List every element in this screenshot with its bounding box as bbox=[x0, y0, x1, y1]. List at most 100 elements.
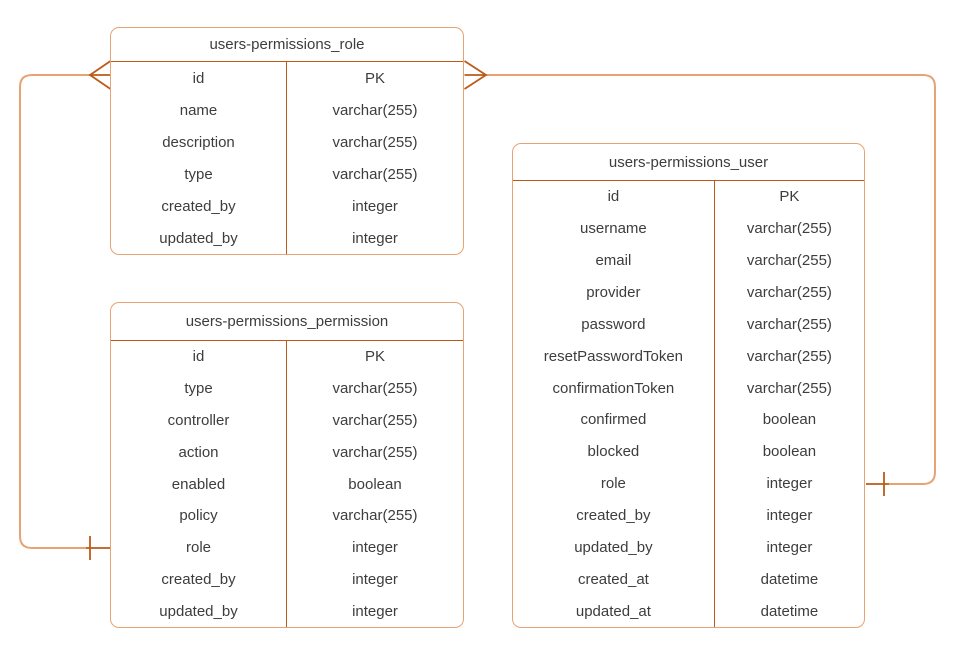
field-name: description bbox=[111, 126, 287, 158]
field-name: created_at bbox=[513, 563, 715, 596]
field-row: password varchar(255) bbox=[513, 308, 864, 341]
field-type: varchar(255) bbox=[746, 220, 832, 238]
field-type: varchar(255) bbox=[332, 411, 418, 429]
field-row: confirmed boolean bbox=[513, 404, 864, 436]
field-row: blocked boolean bbox=[513, 435, 864, 468]
field-type: integer bbox=[352, 229, 398, 247]
field-name: id bbox=[513, 181, 715, 213]
field-row: created_at datetime bbox=[513, 563, 864, 596]
field-type: varchar(255) bbox=[332, 443, 418, 461]
field-name: created_by bbox=[111, 190, 287, 222]
field-name: confirmationToken bbox=[513, 372, 715, 405]
field-name: name bbox=[111, 94, 287, 126]
field-name: enabled bbox=[111, 468, 287, 500]
field-type: integer bbox=[352, 602, 398, 620]
field-row: confirmationToken varchar(255) bbox=[513, 372, 864, 405]
field-name: action bbox=[111, 436, 287, 469]
field-name: updated_at bbox=[513, 595, 715, 628]
field-name: blocked bbox=[513, 435, 715, 468]
field-name: password bbox=[513, 308, 715, 341]
field-type: varchar(255) bbox=[746, 347, 832, 365]
edge-role-permission-path bbox=[19, 74, 90, 549]
field-row: id PK bbox=[111, 341, 463, 373]
field-type: PK bbox=[779, 188, 800, 206]
field-name: role bbox=[513, 467, 715, 500]
field-row: updated_by integer bbox=[513, 531, 864, 564]
field-name: updated_by bbox=[111, 595, 287, 628]
entity-table-role[interactable]: users-permissions_role id PK name varchar(2… bbox=[110, 27, 464, 255]
field-type: integer bbox=[352, 197, 398, 215]
field-type: varchar(255) bbox=[332, 133, 418, 151]
field-row: type varchar(255) bbox=[111, 158, 463, 190]
field-name: role bbox=[111, 531, 287, 564]
field-row: id PK bbox=[513, 181, 864, 213]
field-type: PK bbox=[364, 348, 385, 366]
field-type: boolean bbox=[762, 411, 817, 429]
field-row: created_by integer bbox=[111, 190, 463, 222]
field-name: type bbox=[111, 158, 287, 190]
field-type: integer bbox=[352, 570, 398, 588]
field-type: integer bbox=[766, 538, 813, 556]
table-title: users-permissions_role bbox=[111, 28, 463, 62]
table-body: id PK name varchar(255) description varchar(2… bbox=[111, 62, 463, 254]
entity-table-permission[interactable]: users-permissions_permission id PK type var… bbox=[110, 302, 464, 628]
field-type: integer bbox=[766, 475, 813, 493]
field-name: id bbox=[111, 62, 287, 94]
many-marker-icon bbox=[464, 60, 488, 90]
field-name: updated_by bbox=[513, 531, 715, 564]
one-marker-icon bbox=[866, 472, 889, 496]
edge-role-permission[interactable] bbox=[19, 60, 112, 560]
table-title: users-permissions_permission bbox=[111, 303, 463, 341]
one-marker-icon bbox=[86, 536, 111, 560]
field-name: confirmed bbox=[513, 404, 715, 436]
table-body: id PK type varchar(255) controller varchar(25… bbox=[111, 341, 463, 628]
field-name: resetPasswordToken bbox=[513, 340, 715, 373]
field-name: email bbox=[513, 244, 715, 277]
field-type: varchar(255) bbox=[332, 380, 418, 398]
field-name: controller bbox=[111, 404, 287, 437]
field-type: varchar(255) bbox=[332, 101, 418, 119]
field-row: type varchar(255) bbox=[111, 372, 463, 405]
field-type: datetime bbox=[760, 570, 819, 588]
field-row: enabled boolean bbox=[111, 468, 463, 500]
field-row: id PK bbox=[111, 62, 463, 94]
field-row: policy varchar(255) bbox=[111, 499, 463, 532]
field-type: varchar(255) bbox=[332, 507, 418, 525]
field-name: type bbox=[111, 372, 287, 405]
field-row: updated_at datetime bbox=[513, 595, 864, 628]
field-type: varchar(255) bbox=[332, 165, 418, 183]
field-row: updated_by integer bbox=[111, 222, 463, 254]
field-row: description varchar(255) bbox=[111, 126, 463, 158]
many-marker-icon bbox=[88, 60, 112, 90]
field-name: id bbox=[111, 341, 287, 373]
field-type: integer bbox=[766, 507, 813, 525]
field-row: name varchar(255) bbox=[111, 94, 463, 126]
field-name: policy bbox=[111, 499, 287, 532]
field-type: varchar(255) bbox=[746, 284, 832, 301]
field-name: provider bbox=[513, 276, 715, 309]
field-name: created_by bbox=[513, 499, 715, 532]
field-row: updated_by integer bbox=[111, 595, 463, 628]
field-type: boolean bbox=[762, 443, 817, 461]
field-type: PK bbox=[364, 69, 385, 87]
field-type: boolean bbox=[348, 475, 402, 493]
field-row: role integer bbox=[111, 531, 463, 564]
field-name: created_by bbox=[111, 563, 287, 596]
field-row: created_by integer bbox=[111, 563, 463, 596]
field-type: varchar(255) bbox=[746, 379, 832, 397]
field-name: updated_by bbox=[111, 222, 287, 254]
field-type: integer bbox=[352, 539, 398, 557]
field-row: action varchar(255) bbox=[111, 436, 463, 469]
field-row: controller varchar(255) bbox=[111, 404, 463, 437]
field-type: datetime bbox=[760, 602, 819, 620]
table-title: users-permissions_user bbox=[513, 144, 864, 181]
field-type: varchar(255) bbox=[746, 315, 832, 333]
field-row: provider varchar(255) bbox=[513, 276, 864, 309]
field-row: role integer bbox=[513, 467, 864, 500]
field-row: created_by integer bbox=[513, 499, 864, 532]
